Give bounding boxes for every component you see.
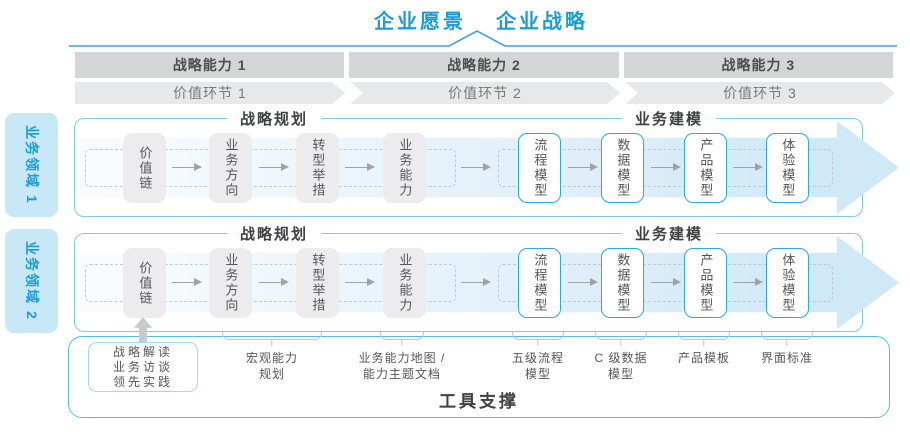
dashed-track-modeling — [498, 149, 833, 187]
right-arrow-icon — [651, 278, 681, 286]
right-arrow-icon — [345, 278, 375, 286]
right-arrow-icon — [568, 163, 598, 171]
model-box-experience-model: 体验模型 — [766, 133, 809, 203]
caret-divider-line — [69, 30, 897, 47]
brace-icon — [595, 332, 647, 340]
right-arrow-icon — [568, 278, 598, 286]
tool-support-title: 工具支撑 — [439, 392, 519, 411]
domain-tab-2: 业务领域 2 — [5, 229, 58, 333]
strategic-capability-bar: 战略能力 1 战略能力 2 战略能力 3 — [75, 52, 893, 78]
dashed-track-planning — [85, 149, 456, 187]
strategy-title: 企业战略 — [496, 11, 588, 33]
stage-box-value-chain: 价值链 — [123, 133, 166, 203]
model-box-process-model: 流程模型 — [518, 133, 561, 203]
flow-row-domain-1: 价值链 业务方向 转型举措 业务能力 流程模型 数据模型 产品模型 体验模型 战… — [74, 108, 863, 217]
value-link-chevron-bar: 价值环节 1 价值环节 2 价值环节 3 — [75, 82, 895, 104]
domain-tab-2-label: 业务领域 2 — [23, 241, 40, 321]
right-arrow-icon — [259, 163, 289, 171]
business-modeling-header: 业务建模 — [621, 108, 717, 129]
practice-input-box: 战略解读 业务访谈 领先实践 — [88, 342, 198, 392]
model-box-experience-model: 体验模型 — [766, 248, 809, 318]
brace-icon — [380, 332, 424, 340]
practice-line-3: 领先实践 — [112, 374, 173, 389]
annotation-ui-standard: 界面标准 — [760, 351, 814, 365]
value-link-segment-2: 价值环节 2 — [350, 82, 620, 104]
strategic-planning-header: 战略规划 — [226, 223, 322, 244]
stage-box-value-chain: 价值链 — [123, 248, 166, 318]
brace-icon — [678, 332, 730, 340]
business-modeling-header: 业务建模 — [621, 223, 717, 244]
right-arrow-icon — [461, 163, 491, 171]
model-box-product-model: 产品模型 — [684, 133, 727, 203]
annotation-capability-map: 业务能力地图 / 能力主题文档 — [358, 351, 446, 381]
practice-line-1: 战略解读 — [112, 344, 173, 359]
model-box-data-model: 数据模型 — [601, 133, 644, 203]
annotation-process-model: 五级流程 模型 — [511, 351, 565, 381]
stage-box-business-direction: 业务方向 — [209, 133, 252, 203]
capability-segment-3: 战略能力 3 — [623, 52, 893, 78]
right-arrow-icon — [461, 278, 491, 286]
right-arrow-icon — [172, 278, 202, 286]
dashed-track-planning — [85, 264, 456, 302]
tool-support-container: 工具支撑 — [68, 336, 890, 418]
right-arrow-icon — [733, 278, 763, 286]
right-arrow-icon — [651, 163, 681, 171]
dashed-track-modeling — [498, 264, 833, 302]
right-arrow-icon — [172, 163, 202, 171]
top-titles: 企业愿景 企业战略 — [68, 5, 894, 34]
model-box-product-model: 产品模型 — [684, 248, 727, 318]
domain-tab-1: 业务领域 1 — [5, 113, 58, 217]
value-link-segment-1: 价值环节 1 — [75, 82, 345, 104]
capability-segment-2: 战略能力 2 — [349, 52, 619, 78]
stage-box-business-capability: 业务能力 — [383, 133, 426, 203]
strategic-planning-header: 战略规划 — [226, 108, 322, 129]
stage-box-business-capability: 业务能力 — [383, 248, 426, 318]
right-arrow-icon — [259, 278, 289, 286]
annotation-macro-capability: 宏观能力 规划 — [245, 351, 299, 381]
value-link-segment-3: 价值环节 3 — [625, 82, 895, 104]
right-arrow-icon — [345, 163, 375, 171]
capability-segment-1: 战略能力 1 — [75, 52, 345, 78]
brace-icon — [761, 332, 813, 340]
brace-icon — [222, 332, 322, 340]
stage-box-business-direction: 业务方向 — [209, 248, 252, 318]
model-box-process-model: 流程模型 — [518, 248, 561, 318]
domain-tab-1-label: 业务领域 1 — [23, 125, 40, 205]
model-box-data-model: 数据模型 — [601, 248, 644, 318]
right-arrow-icon — [733, 163, 763, 171]
practice-line-2: 业务访谈 — [112, 359, 173, 374]
flow-row-domain-2: 价值链 业务方向 转型举措 业务能力 流程模型 数据模型 产品模型 体验模型 战… — [74, 223, 863, 332]
stage-box-transformation-initiatives: 转型举措 — [296, 133, 339, 203]
stage-box-transformation-initiatives: 转型举措 — [296, 248, 339, 318]
annotation-product-template: 产品模板 — [677, 351, 731, 365]
brace-icon — [512, 332, 564, 340]
vision-title: 企业愿景 — [374, 11, 466, 33]
annotation-data-model: C 级数据 模型 — [594, 351, 648, 381]
